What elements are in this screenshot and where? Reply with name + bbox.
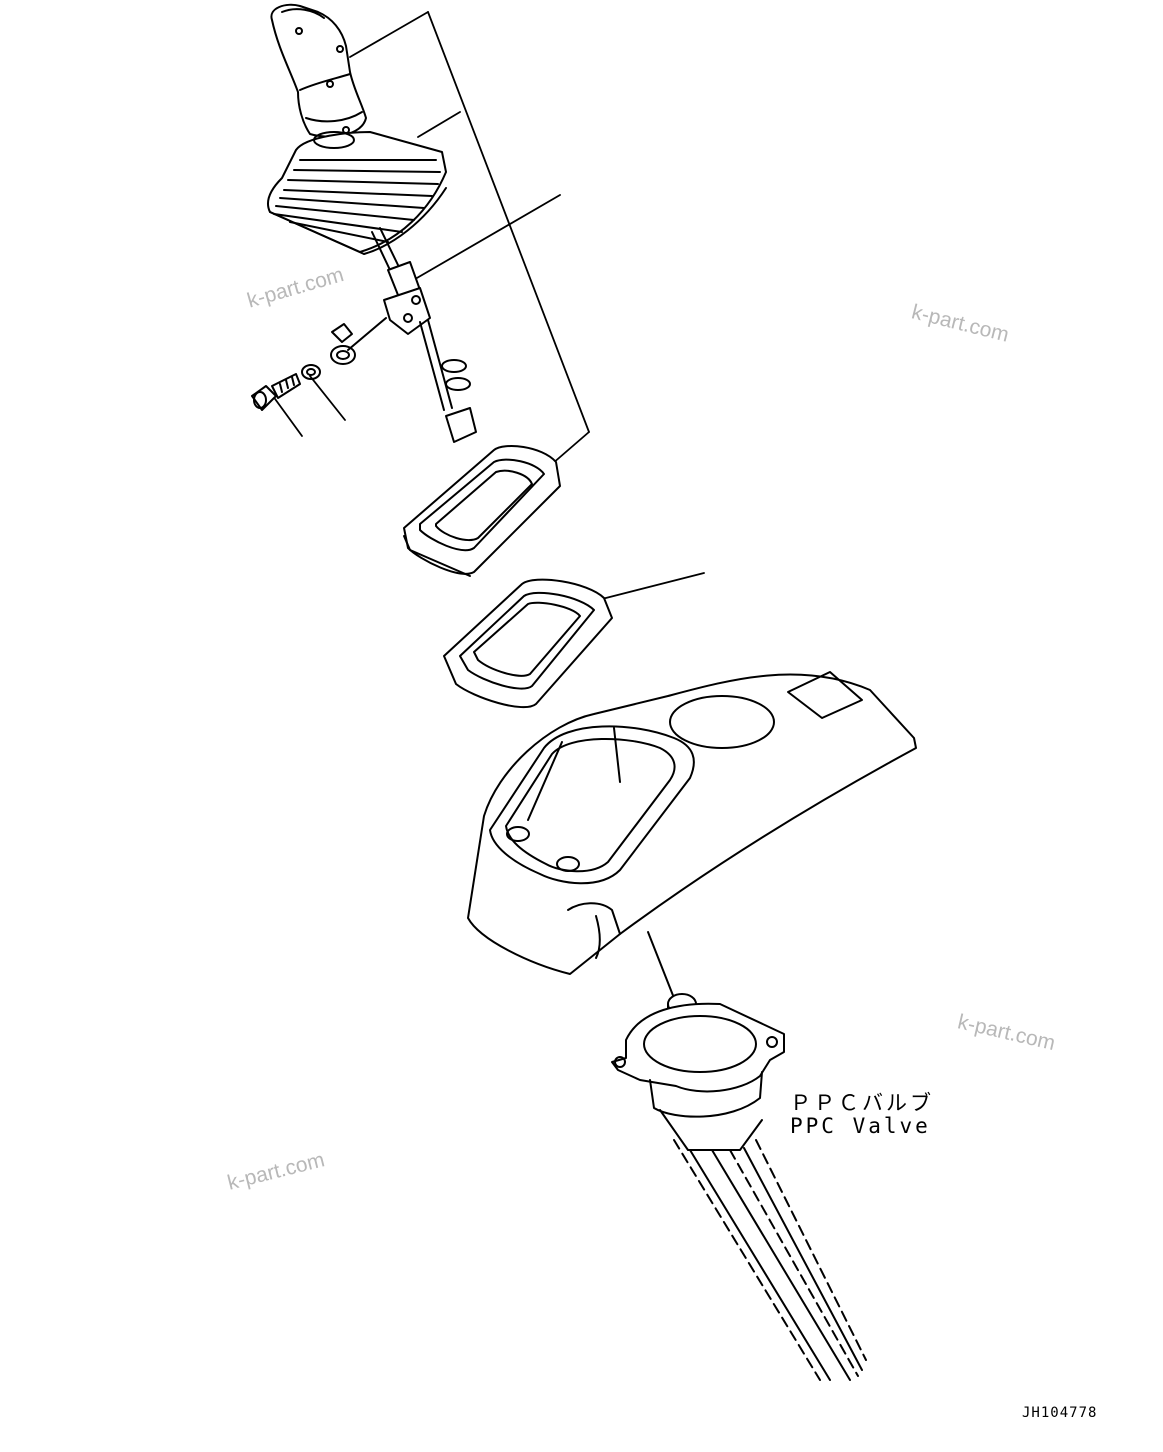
leader-lines: [269, 11, 705, 601]
console: [467, 671, 917, 975]
gasket-plate: [443, 578, 613, 709]
joystick-grip: [270, 3, 367, 138]
ppc-valve-label-jp: ＰＰＣバルブ: [790, 1091, 934, 1115]
drawing-id: JH104778: [1022, 1405, 1098, 1421]
ppc-valve-label-en: PPC Valve: [790, 1114, 931, 1138]
hardware: [251, 323, 356, 411]
rubber-boot: [266, 131, 447, 255]
upper-cover-plate: [403, 445, 561, 577]
ppc-valve: [611, 931, 867, 1381]
lever-rod: [347, 227, 477, 443]
